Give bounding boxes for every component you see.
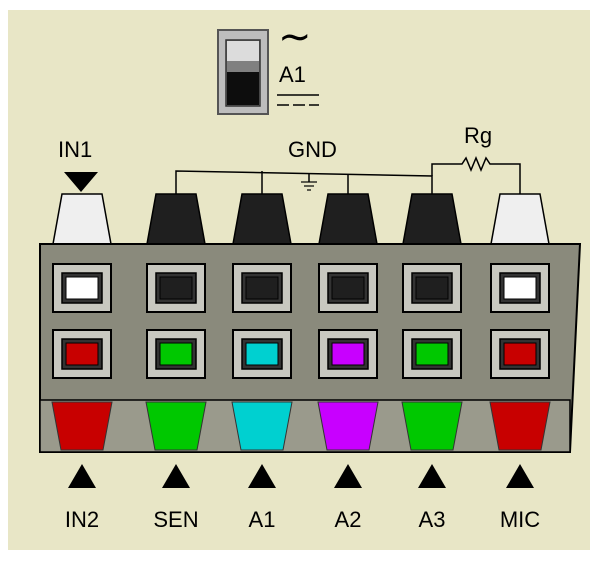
top-plug-row — [52, 193, 550, 245]
channel-label-a1: A1 — [249, 507, 276, 532]
gnd-wiring — [175, 170, 433, 194]
channel-row: IN2 SEN A1 A2 A3 MIC — [51, 263, 551, 532]
upper-led-light-a2 — [331, 276, 365, 300]
arrow-up-icon-a2 — [334, 464, 362, 488]
rg-label: Rg — [464, 123, 492, 148]
channel-label-sen: SEN — [153, 507, 198, 532]
upper-led-light-mic — [503, 276, 537, 300]
jack-in2[interactable] — [51, 401, 113, 451]
upper-led-light-in2 — [65, 276, 99, 300]
arrow-up-icon-a1 — [248, 464, 276, 488]
upper-led-light-a3 — [415, 276, 449, 300]
arrow-up-icon-a3 — [418, 464, 446, 488]
lower-led-light-in2 — [65, 342, 99, 366]
top-plug-sen[interactable] — [146, 193, 206, 245]
in1-label: IN1 — [58, 137, 92, 162]
channel-label-mic: MIC — [500, 507, 540, 532]
upper-led-light-a1 — [245, 276, 279, 300]
jack-mic[interactable] — [489, 401, 551, 451]
ground-symbol-icon — [301, 181, 317, 191]
top-plug-in2[interactable] — [52, 193, 112, 245]
top-plug-a3[interactable] — [402, 193, 462, 245]
switch-lever[interactable] — [227, 72, 259, 105]
lower-led-light-a3 — [415, 342, 449, 366]
in1-arrow-icon — [64, 172, 98, 192]
channel-label-a2: A2 — [335, 507, 362, 532]
ac-dc-switch[interactable] — [217, 29, 269, 115]
channel-label-in2: IN2 — [65, 507, 99, 532]
switch-upper-track — [227, 41, 259, 61]
lower-led-light-a2 — [331, 342, 365, 366]
jack-a2[interactable] — [317, 401, 379, 451]
ac-symbol-icon: ∼ — [278, 15, 312, 59]
arrow-up-icon-sen — [162, 464, 190, 488]
channel-label-a3: A3 — [419, 507, 446, 532]
rg-resistor-icon — [431, 156, 521, 194]
top-plug-a2[interactable] — [318, 193, 378, 245]
lower-led-light-sen — [159, 342, 193, 366]
connector-lower-strip — [39, 399, 571, 453]
jack-a1[interactable] — [231, 401, 293, 451]
dc-symbol-icon — [277, 94, 319, 106]
lower-led-light-mic — [503, 342, 537, 366]
upper-led-light-sen — [159, 276, 193, 300]
top-plug-a1[interactable] — [232, 193, 292, 245]
arrow-up-icon-in2 — [68, 464, 96, 488]
lower-led-light-a1 — [245, 342, 279, 366]
gnd-label: GND — [288, 137, 337, 162]
jack-sen[interactable] — [145, 401, 207, 451]
top-plug-mic[interactable] — [490, 193, 550, 245]
jack-a3[interactable] — [401, 401, 463, 451]
switch-label: A1 — [279, 62, 306, 87]
arrow-up-icon-mic — [506, 464, 534, 488]
